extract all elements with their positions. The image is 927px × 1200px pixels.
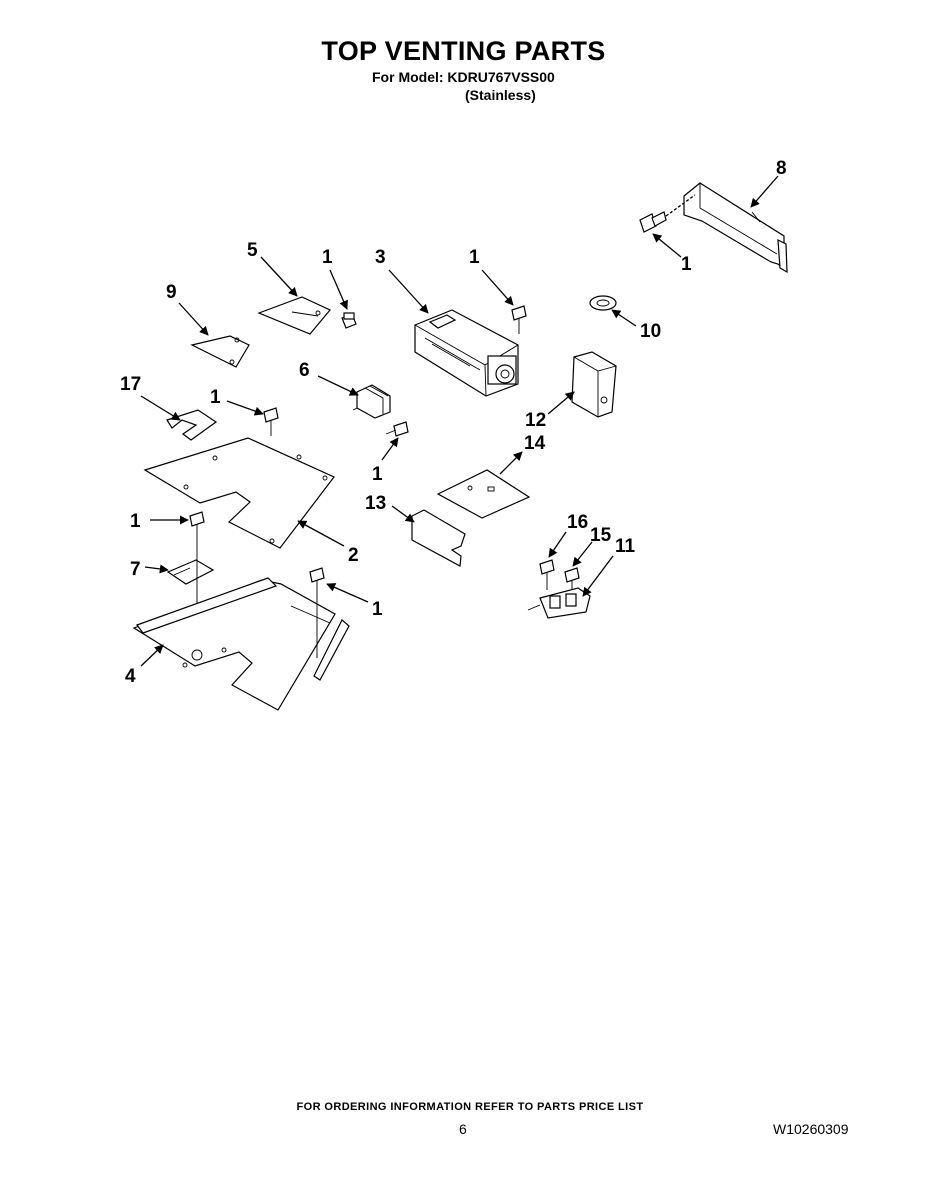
part-1-screw-top-right xyxy=(639,194,696,233)
callout-1-top-right: 1 xyxy=(681,254,692,275)
part-1-screw-near-5 xyxy=(341,312,357,329)
page-number: 6 xyxy=(459,1121,467,1137)
callout-1-near-5: 1 xyxy=(322,247,333,268)
part-1-screw-below-6 xyxy=(385,421,409,437)
part-1-screw-near-3 xyxy=(511,305,527,334)
part-1-screw-right-low xyxy=(309,567,325,658)
callout-1-right-low: 1 xyxy=(372,599,383,620)
callout-4: 4 xyxy=(125,666,136,687)
part-1-screw-left-mid xyxy=(263,407,279,436)
part-5-bracket xyxy=(257,296,331,335)
callout-5: 5 xyxy=(247,240,258,261)
model-line: For Model: KDRU767VSS00 xyxy=(372,69,555,85)
model-variant: (Stainless) xyxy=(465,87,536,103)
part-8-vent-deflector xyxy=(683,182,788,274)
part-10-grommet xyxy=(589,295,617,311)
part-7-damper xyxy=(166,559,215,585)
callout-6: 6 xyxy=(299,360,310,381)
part-16-screw xyxy=(539,559,555,590)
callout-16: 16 xyxy=(567,512,588,533)
callout-7: 7 xyxy=(130,559,141,580)
callout-12: 12 xyxy=(525,410,546,431)
part-6-transformer xyxy=(352,384,391,419)
part-12-junction-box xyxy=(571,351,617,418)
callout-13: 13 xyxy=(365,493,386,514)
callout-1-left-mid: 1 xyxy=(210,387,221,408)
part-17-clip xyxy=(166,409,218,441)
callout-11: 11 xyxy=(615,536,636,557)
callout-2: 2 xyxy=(348,545,359,566)
callout-1-near-3: 1 xyxy=(469,247,480,268)
part-14-panel xyxy=(436,469,531,519)
part-13-shield xyxy=(411,509,466,567)
callout-1-below-6: 1 xyxy=(372,464,383,485)
callout-1-left-low: 1 xyxy=(130,511,141,532)
callout-15: 15 xyxy=(590,525,612,546)
part-3-blower xyxy=(414,309,519,397)
callout-9: 9 xyxy=(166,282,177,303)
document-number: W10260309 xyxy=(773,1121,849,1137)
part-4-base-plate xyxy=(132,577,350,711)
part-9-bracket xyxy=(190,335,250,368)
callout-3: 3 xyxy=(375,247,386,268)
ordering-info-note: FOR ORDERING INFORMATION REFER TO PARTS … xyxy=(296,1101,644,1113)
callout-10: 10 xyxy=(640,321,661,342)
callout-8: 8 xyxy=(776,158,787,179)
callout-14: 14 xyxy=(524,433,546,454)
part-2-top-plate xyxy=(143,437,335,549)
page-title: TOP VENTING PARTS xyxy=(321,36,606,66)
callout-17: 17 xyxy=(120,374,141,395)
part-11-terminal-block xyxy=(527,587,591,619)
leader-lines xyxy=(140,175,779,667)
